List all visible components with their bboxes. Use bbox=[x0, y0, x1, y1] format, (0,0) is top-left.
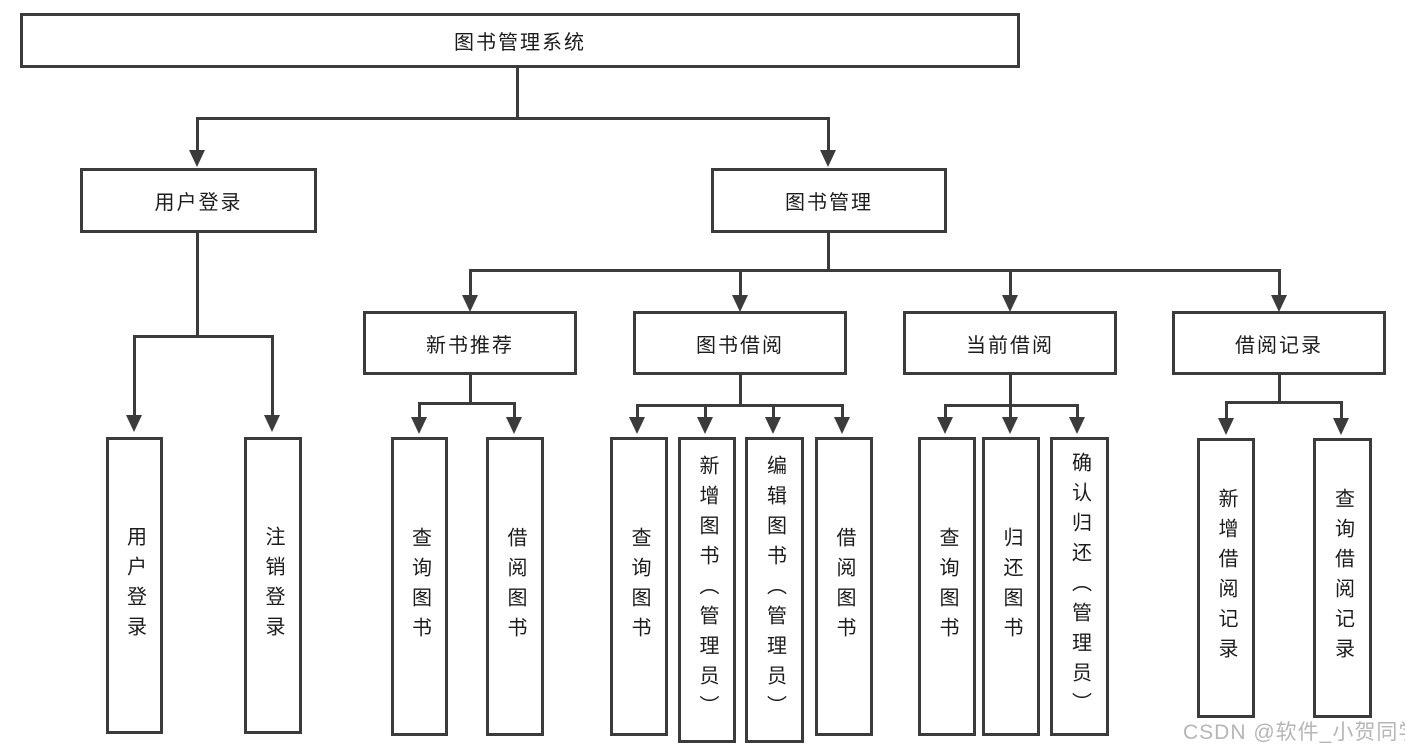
node-br-query-record-label: 查询借阅记录 bbox=[1331, 488, 1354, 668]
node-bb-query-books-label: 查询图书 bbox=[628, 526, 650, 647]
connector-line bbox=[271, 335, 274, 416]
connector-line bbox=[513, 402, 516, 418]
connector-line bbox=[1278, 375, 1281, 404]
node-nb-borrow-books-label: 借阅图书 bbox=[504, 526, 526, 647]
connector-line bbox=[196, 233, 199, 338]
arrow-down-icon bbox=[732, 295, 748, 312]
node-login: 用户登录 bbox=[106, 437, 163, 734]
connector-line bbox=[418, 402, 516, 405]
connector-line bbox=[841, 404, 844, 418]
connector-line bbox=[1225, 401, 1228, 418]
arrow-down-icon bbox=[126, 415, 142, 432]
node-borrow-records-label: 借阅记录 bbox=[1235, 334, 1323, 357]
node-cb-return-books-label: 归还图书 bbox=[1000, 526, 1022, 647]
arrow-down-icon bbox=[1069, 417, 1085, 434]
connector-line bbox=[1009, 404, 1012, 418]
connector-line bbox=[1009, 269, 1012, 296]
node-current-borrow: 当前借阅 bbox=[903, 311, 1117, 375]
connector-line bbox=[739, 269, 742, 296]
connector-line bbox=[469, 269, 1281, 272]
arrow-down-icon bbox=[820, 150, 836, 167]
arrow-down-icon bbox=[697, 417, 713, 434]
arrow-down-icon bbox=[411, 417, 427, 434]
node-login-label: 用户登录 bbox=[123, 525, 146, 646]
node-bb-add-books-admin-label: 新增图书（管理员） bbox=[696, 455, 718, 725]
node-bb-edit-books-admin-label: 编辑图书（管理员） bbox=[763, 455, 786, 725]
node-book-borrow-label: 图书借阅 bbox=[696, 334, 784, 357]
connector-line bbox=[1225, 401, 1343, 404]
node-br-add-record-label: 新增借阅记录 bbox=[1215, 488, 1237, 668]
connector-line bbox=[1340, 401, 1343, 418]
arrow-down-icon bbox=[834, 417, 850, 434]
node-bb-borrow-books: 借阅图书 bbox=[815, 437, 873, 736]
connector-line bbox=[827, 117, 830, 151]
node-cb-confirm-return-admin: 确认归还（管理员） bbox=[1050, 437, 1109, 736]
node-cb-confirm-return-admin-label: 确认归还（管理员） bbox=[1068, 451, 1091, 722]
node-book-borrow: 图书借阅 bbox=[633, 311, 847, 375]
connector-line bbox=[636, 404, 844, 407]
connector-line bbox=[196, 117, 199, 151]
node-book-management: 图书管理 bbox=[711, 168, 947, 233]
node-borrow-records: 借阅记录 bbox=[1172, 311, 1386, 375]
node-root-label: 图书管理系统 bbox=[454, 32, 586, 54]
connector-line bbox=[944, 404, 947, 418]
connector-line bbox=[636, 404, 639, 418]
node-logout: 注销登录 bbox=[244, 437, 302, 734]
node-new-book-recommend: 新书推荐 bbox=[363, 311, 577, 375]
node-bb-edit-books-admin: 编辑图书（管理员） bbox=[745, 437, 804, 743]
connector-line bbox=[1076, 404, 1079, 418]
node-logout-label: 注销登录 bbox=[262, 525, 284, 646]
arrow-down-icon bbox=[765, 417, 781, 434]
arrow-down-icon bbox=[937, 417, 953, 434]
connector-line bbox=[827, 233, 830, 272]
arrow-down-icon bbox=[1271, 295, 1287, 312]
connector-line bbox=[469, 269, 472, 296]
node-book-management-label: 图书管理 bbox=[785, 192, 873, 214]
node-cb-query-books-label: 查询图书 bbox=[936, 526, 958, 647]
connector-line bbox=[704, 404, 707, 418]
node-br-query-record: 查询借阅记录 bbox=[1313, 438, 1372, 718]
arrow-down-icon bbox=[1002, 295, 1018, 312]
node-nb-query-books: 查询图书 bbox=[391, 437, 448, 736]
connector-line bbox=[739, 375, 742, 407]
node-user-login: 用户登录 bbox=[80, 168, 317, 233]
node-current-borrow-label: 当前借阅 bbox=[966, 334, 1054, 357]
node-nb-query-books-label: 查询图书 bbox=[408, 526, 431, 647]
arrow-down-icon bbox=[462, 295, 478, 312]
node-bb-borrow-books-label: 借阅图书 bbox=[833, 526, 855, 647]
connector-line bbox=[1278, 269, 1281, 296]
connector-line bbox=[469, 375, 472, 405]
connector-line bbox=[133, 335, 274, 338]
connector-line bbox=[418, 402, 421, 418]
node-cb-return-books: 归还图书 bbox=[982, 437, 1040, 736]
node-new-book-recommend-label: 新书推荐 bbox=[426, 334, 514, 357]
connector-line bbox=[133, 335, 136, 416]
watermark: CSDN @软件_小贺同学 bbox=[1183, 721, 1405, 744]
arrow-down-icon bbox=[1333, 418, 1349, 435]
node-nb-borrow-books: 借阅图书 bbox=[486, 437, 544, 736]
node-cb-query-books: 查询图书 bbox=[918, 437, 976, 736]
arrow-down-icon bbox=[629, 417, 645, 434]
node-bb-add-books-admin: 新增图书（管理员） bbox=[678, 437, 736, 743]
arrow-down-icon bbox=[264, 415, 280, 432]
arrow-down-icon bbox=[1002, 417, 1018, 434]
arrow-down-icon bbox=[189, 150, 205, 167]
connector-line bbox=[772, 404, 775, 418]
arrow-down-icon bbox=[1218, 418, 1234, 435]
node-root: 图书管理系统 bbox=[20, 13, 1020, 68]
node-user-login-label: 用户登录 bbox=[154, 192, 243, 214]
connector-line bbox=[516, 68, 519, 120]
arrow-down-icon bbox=[506, 417, 522, 434]
node-br-add-record: 新增借阅记录 bbox=[1197, 438, 1255, 718]
node-bb-query-books: 查询图书 bbox=[610, 437, 668, 736]
connector-line bbox=[196, 117, 830, 120]
connector-line bbox=[1009, 375, 1012, 407]
